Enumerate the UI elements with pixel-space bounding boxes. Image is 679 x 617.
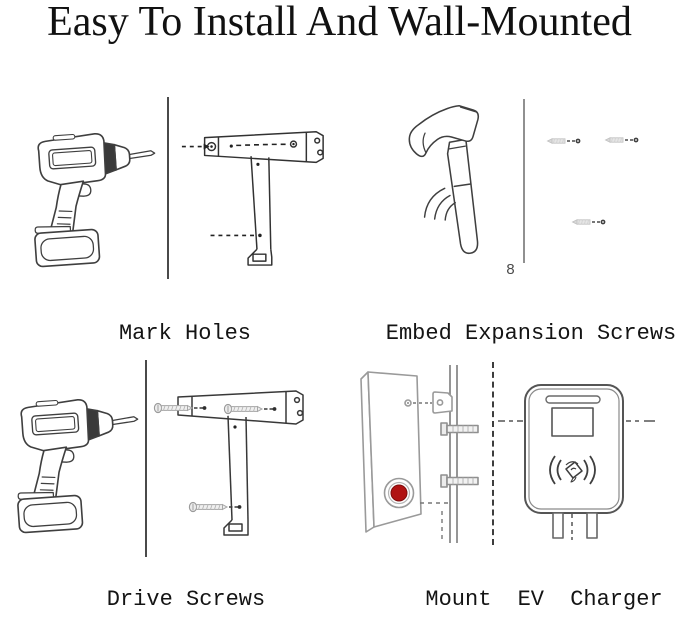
ev-charger-front-icon [498, 384, 655, 540]
hammer-icon [408, 104, 480, 255]
charger-side-view-icon [360, 365, 479, 543]
charger-screen [551, 407, 594, 437]
motion-arcs [423, 187, 456, 221]
caption-embed-expansion-screws: Embed Expansion Screws [385, 321, 677, 346]
anchor-bolt [440, 422, 479, 436]
expansion-screw-icon [571, 218, 607, 226]
alignment-dashes [498, 420, 655, 540]
expansion-screw-icon [546, 137, 582, 145]
t-mounting-bracket-icon [181, 131, 324, 266]
rfid-tap-icon [549, 455, 596, 485]
indicator-slot [545, 395, 601, 404]
emergency-stop-button [383, 477, 415, 509]
cable-leg [586, 512, 598, 539]
panel-divider [523, 99, 525, 263]
cable-leg [552, 512, 564, 539]
panel-divider [492, 362, 494, 545]
cordless-drill-icon [9, 394, 146, 534]
page-number: 8 [506, 262, 516, 279]
panel-divider [145, 360, 147, 557]
arrowhead [203, 143, 210, 150]
caption-mark-holes: Mark Holes [118, 321, 252, 346]
panel-divider [167, 97, 169, 279]
caption-mount-ev-charger: Mount EV Charger [425, 587, 663, 612]
page-title: Easy To Install And Wall-Mounted [47, 0, 632, 45]
anchor-bolt [440, 474, 479, 488]
caption-drive-screws: Drive Screws [106, 587, 266, 612]
t-mounting-bracket-screws-icon [153, 390, 304, 536]
alignment-dashes [413, 402, 448, 539]
expansion-screw-icon [604, 136, 640, 144]
cordless-drill-icon [26, 128, 163, 268]
